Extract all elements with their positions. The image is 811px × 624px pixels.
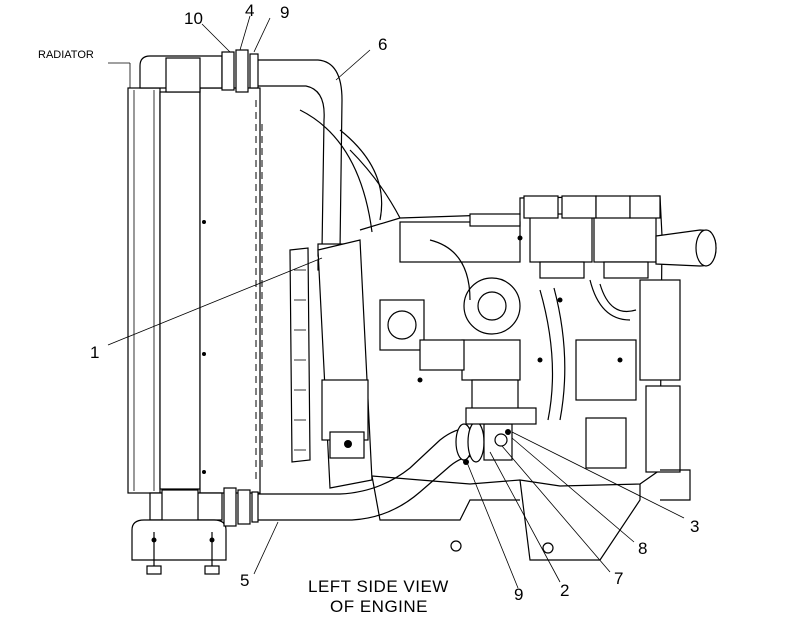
callout-9-upper: 9 <box>280 3 289 22</box>
callout-10: 10 <box>184 9 203 28</box>
callout-2: 2 <box>560 581 569 600</box>
callout-5: 5 <box>240 571 249 590</box>
radiator-label: RADIATOR <box>38 49 94 61</box>
callout-7: 7 <box>614 569 623 588</box>
callout-3: 3 <box>690 517 699 536</box>
caption-line-2: OF ENGINE <box>330 597 428 616</box>
callout-4: 4 <box>245 1 254 20</box>
caption-line-1: LEFT SIDE VIEW <box>308 577 449 596</box>
callout-9-lower: 9 <box>514 585 523 604</box>
callout-8: 8 <box>638 539 647 558</box>
callout-1: 1 <box>90 343 99 362</box>
leader-lines <box>107 15 685 589</box>
engine-block <box>261 109 717 561</box>
callout-6: 6 <box>378 35 387 54</box>
